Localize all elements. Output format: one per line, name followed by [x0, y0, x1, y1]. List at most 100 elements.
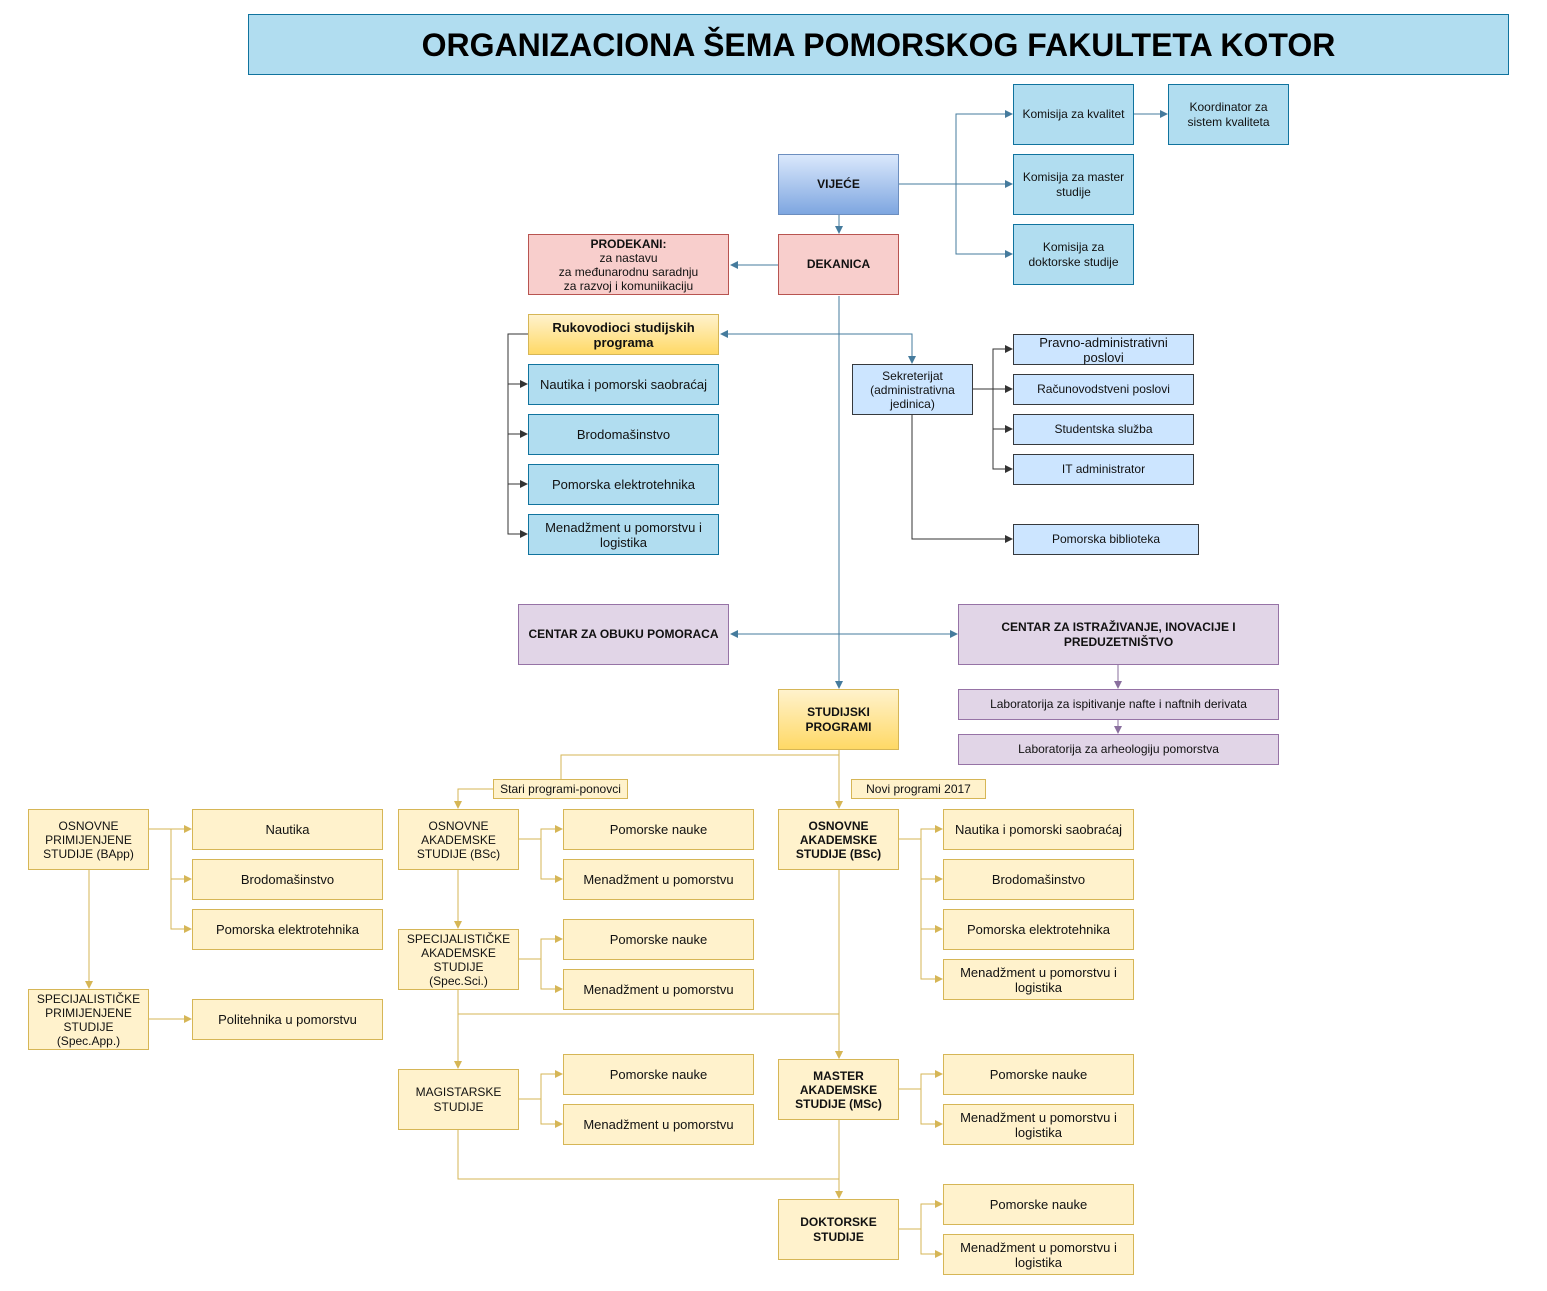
title-text: ORGANIZACIONA ŠEMA POMORSKOG FAKULTETA K…: [421, 26, 1336, 63]
novi-bsc-box: OSNOVNE AKADEMSKE STUDIJE (BSc): [778, 809, 899, 870]
stari-programi-label: Stari programi-ponovci: [493, 779, 628, 799]
laboratorija-label: Laboratorija za ispitivanje nafte i naft…: [990, 697, 1247, 711]
koordinator-label: Koordinator za sistem kvaliteta: [1187, 99, 1270, 129]
stari-bsc-item: Menadžment u pomorstvu: [563, 859, 754, 900]
specsci-item: Pomorske nauke: [563, 919, 754, 960]
biblioteka-label: Pomorska biblioteka: [1051, 532, 1161, 546]
item-label: Pomorske nauke: [609, 932, 708, 947]
msc-label: MASTER AKADEMSKE STUDIJE (MSc): [795, 1068, 882, 1111]
stari-bsc-item: Pomorske nauke: [563, 809, 754, 850]
item-label: Pomorske nauke: [609, 822, 708, 837]
item-label: Brodomašinstvo: [240, 872, 335, 887]
centar-istrazivanje-label: CENTAR ZA ISTRAŽIVANJE, INOVACIJE I PRED…: [1001, 619, 1236, 649]
item-label: Menadžment u pomorstvu: [583, 1117, 734, 1132]
sekretarijat-box: Sekreterijat (administrativna jedinica): [852, 364, 973, 415]
sekretarijat-unit-box: Računovodstveni poslovi: [1013, 374, 1194, 405]
unit-label: Računovodstveni poslovi: [1037, 382, 1170, 396]
msc-box: MASTER AKADEMSKE STUDIJE (MSc): [778, 1059, 899, 1120]
unit-label: Pravno-administrativni poslovi: [1039, 334, 1168, 365]
studijski-programi-box: STUDIJSKI PROGRAMI: [778, 689, 899, 750]
laboratorija-box: Laboratorija za arheologiju pomorstva: [958, 734, 1279, 765]
stari-bsc-box: OSNOVNE AKADEMSKE STUDIJE (BSc): [398, 809, 519, 870]
vijece-label: VIJEĆE: [817, 177, 860, 191]
msc-item: Menadžment u pomorstvu i logistika: [943, 1104, 1134, 1145]
specapp-label: SPECIJALISTIČKE PRIMIJENJENE STUDIJE (Sp…: [36, 991, 141, 1048]
studijski-programi-label: STUDIJSKI PROGRAMI: [805, 704, 872, 734]
program-label: Menadžment u pomorstvu i logistika: [545, 519, 702, 550]
laboratorija-label: Laboratorija za arheologiju pomorstva: [1018, 742, 1219, 756]
rukovodioci-label: Rukovodioci studijskih programa: [552, 319, 695, 350]
rukovodioci-program-box: Brodomašinstvo: [528, 414, 719, 455]
novi-bsc-item: Menadžment u pomorstvu i logistika: [943, 959, 1134, 1000]
specsci-label: SPECIJALISTIČKE AKADEMSKE STUDIJE (Spec.…: [406, 931, 511, 988]
prodekani-line: za međunarodnu saradnju: [558, 264, 699, 279]
prodekani-line: za razvoj i komuniikaciju: [563, 278, 694, 293]
centar-istrazivanje-box: CENTAR ZA ISTRAŽIVANJE, INOVACIJE I PRED…: [958, 604, 1279, 665]
item-label: Politehnika u pomorstvu: [218, 1012, 357, 1027]
biblioteka-box: Pomorska biblioteka: [1013, 524, 1199, 555]
laboratorija-box: Laboratorija za ispitivanje nafte i naft…: [958, 689, 1279, 720]
item-label: Menadžment u pomorstvu: [583, 982, 734, 997]
item-label: Menadžment u pomorstvu i logistika: [960, 1239, 1117, 1270]
prodekani-heading: PRODEKANI:: [590, 236, 667, 251]
dekanica-box: DEKANICA: [778, 234, 899, 295]
program-label: Nautika i pomorski saobraćaj: [540, 377, 707, 392]
unit-label: Studentska služba: [1054, 422, 1153, 436]
rukovodioci-box: Rukovodioci studijskih programa: [528, 314, 719, 355]
komisija-label: Komisija za doktorske studije: [1028, 239, 1119, 269]
doktorske-item: Pomorske nauke: [943, 1184, 1134, 1225]
stari-label-text: Stari programi-ponovci: [500, 781, 621, 796]
rukovodioci-program-box: Pomorska elektrotehnika: [528, 464, 719, 505]
program-label: Brodomašinstvo: [576, 427, 671, 442]
prodekani-line: za nastavu: [599, 250, 658, 265]
doktorske-label: DOKTORSKE STUDIJE: [800, 1214, 877, 1244]
bapp-item: Nautika: [192, 809, 383, 850]
item-label: Nautika i pomorski saobraćaj: [955, 822, 1122, 837]
rukovodioci-program-box: Nautika i pomorski saobraćaj: [528, 364, 719, 405]
item-label: Pomorske nauke: [989, 1197, 1088, 1212]
novi-bsc-item: Nautika i pomorski saobraćaj: [943, 809, 1134, 850]
vijece-box: VIJEĆE: [778, 154, 899, 215]
specapp-item: Politehnika u pomorstvu: [192, 999, 383, 1040]
msc-item: Pomorske nauke: [943, 1054, 1134, 1095]
koordinator-box: Koordinator za sistem kvaliteta: [1168, 84, 1289, 145]
novi-label-text: Novi programi 2017: [866, 781, 971, 796]
dekanica-label: DEKANICA: [806, 257, 871, 271]
novi-bsc-item: Pomorska elektrotehnika: [943, 909, 1134, 950]
sekretarijat-unit-box: Studentska služba: [1013, 414, 1194, 445]
item-label: Menadžment u pomorstvu i logistika: [960, 964, 1117, 995]
bapp-item: Brodomašinstvo: [192, 859, 383, 900]
stari-bsc-label: OSNOVNE AKADEMSKE STUDIJE (BSc): [416, 818, 501, 861]
sekretarijat-label: Sekreterijat (administrativna jedinica): [870, 368, 955, 411]
bapp-box: OSNOVNE PRIMIJENJENE STUDIJE (BApp): [28, 809, 149, 870]
komisija-label: Komisija za kvalitet: [1022, 107, 1125, 121]
komisija-label: Komisija za master studije: [1022, 169, 1125, 199]
magistarske-box: MAGISTARSKE STUDIJE: [398, 1069, 519, 1130]
komisija-doktorske-box: Komisija za doktorske studije: [1013, 224, 1134, 285]
doktorske-box: DOKTORSKE STUDIJE: [778, 1199, 899, 1260]
item-label: Pomorska elektrotehnika: [966, 922, 1111, 937]
komisija-kvalitet-box: Komisija za kvalitet: [1013, 84, 1134, 145]
program-label: Pomorska elektrotehnika: [551, 477, 696, 492]
doktorske-item: Menadžment u pomorstvu i logistika: [943, 1234, 1134, 1275]
item-label: Pomorske nauke: [609, 1067, 708, 1082]
bapp-item: Pomorska elektrotehnika: [192, 909, 383, 950]
novi-bsc-label: OSNOVNE AKADEMSKE STUDIJE (BSc): [795, 818, 882, 861]
item-label: Pomorska elektrotehnika: [215, 922, 360, 937]
item-label: Brodomašinstvo: [991, 872, 1086, 887]
magistarske-item: Menadžment u pomorstvu: [563, 1104, 754, 1145]
specsci-box: SPECIJALISTIČKE AKADEMSKE STUDIJE (Spec.…: [398, 929, 519, 990]
magistarske-item: Pomorske nauke: [563, 1054, 754, 1095]
item-label: Menadžment u pomorstvu i logistika: [960, 1109, 1117, 1140]
specsci-item: Menadžment u pomorstvu: [563, 969, 754, 1010]
centar-obuka-label: CENTAR ZA OBUKU POMORACA: [528, 627, 719, 641]
page-title: ORGANIZACIONA ŠEMA POMORSKOG FAKULTETA K…: [248, 14, 1509, 75]
item-label: Pomorske nauke: [989, 1067, 1088, 1082]
prodekani-box: PRODEKANI: za nastavu za međunarodnu sar…: [528, 234, 729, 295]
unit-label: IT administrator: [1061, 462, 1146, 476]
komisija-master-box: Komisija za master studije: [1013, 154, 1134, 215]
magistarske-label: MAGISTARSKE STUDIJE: [415, 1084, 502, 1114]
item-label: Nautika: [265, 822, 310, 837]
sekretarijat-unit-box: IT administrator: [1013, 454, 1194, 485]
